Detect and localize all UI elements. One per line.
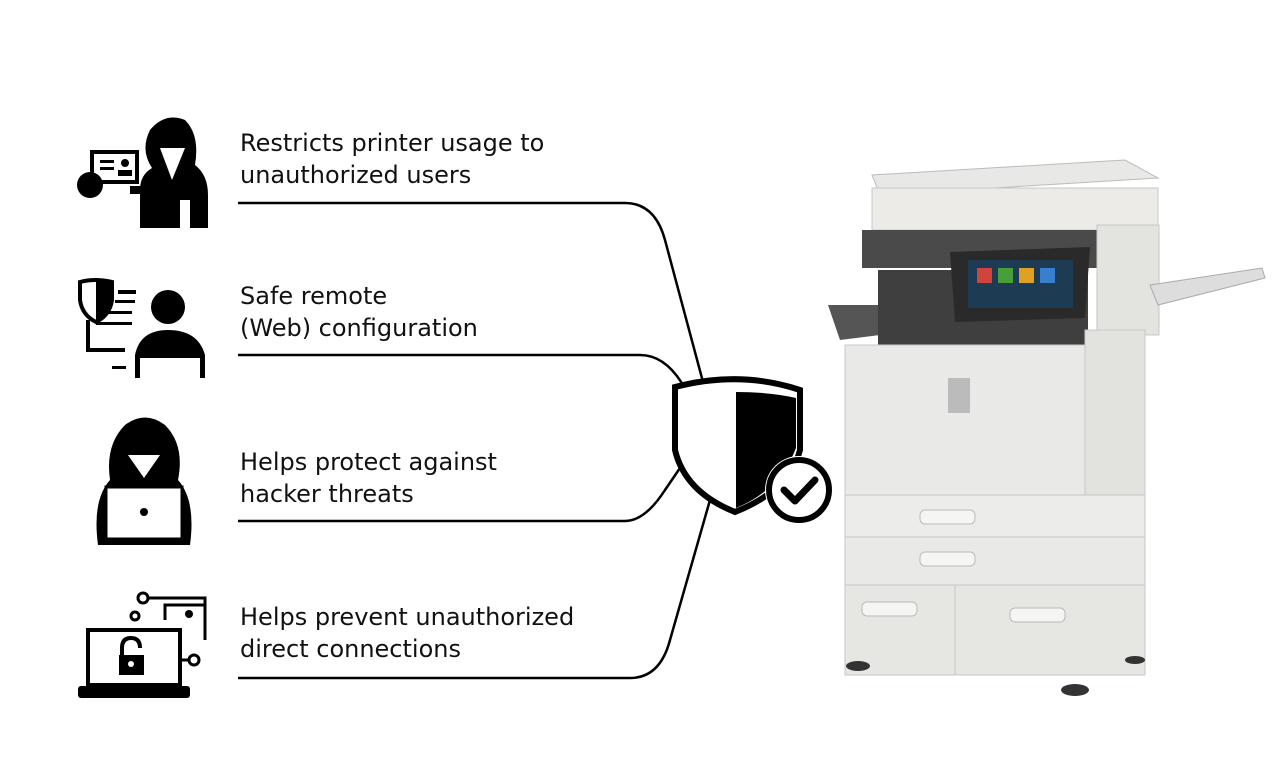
feature-4-line-1: Helps prevent unauthorized [240, 603, 575, 631]
feature-3-line-2: hacker threats [240, 480, 414, 508]
locked-laptop-network-icon [78, 591, 207, 698]
feature-2-line-2: (Web) configuration [240, 314, 478, 342]
feature-4-line-2: direct connections [240, 635, 461, 663]
connector-line-4 [238, 499, 712, 680]
connector-lines [238, 201, 712, 680]
feature-text-3: Helps protect against hacker threats [240, 446, 497, 510]
feature-1-line-1: Restricts printer usage to [240, 129, 545, 157]
feature-3-line-1: Helps protect against [240, 448, 497, 476]
connector-line-2 [238, 353, 685, 386]
shield-check-icon [672, 376, 833, 524]
multifunction-printer-image [828, 159, 1266, 696]
shield-monitor-user-icon [78, 278, 205, 378]
feature-text-4: Helps prevent unauthorized direct connec… [240, 601, 574, 665]
feature-text-1: Restricts printer usage to unauthorized … [240, 127, 544, 191]
hacker-laptop-icon [96, 417, 192, 545]
feature-text-2: Safe remote (Web) configuration [240, 280, 478, 344]
feature-2-line-1: Safe remote [240, 282, 388, 310]
feature-1-line-2: unauthorized users [240, 161, 472, 189]
hooded-user-id-card-icon [77, 117, 208, 228]
connector-line-3 [238, 467, 682, 523]
connector-line-1 [238, 201, 705, 383]
